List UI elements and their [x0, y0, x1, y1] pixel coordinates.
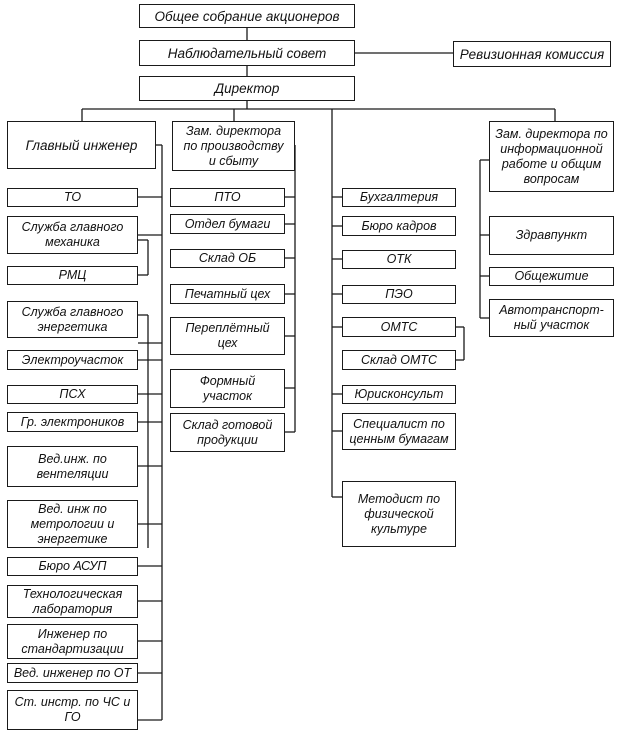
node-pto: ПТО — [170, 188, 285, 207]
node-dormitory: Общежитие — [489, 267, 614, 286]
node-printing-shop: Печатный цех — [170, 284, 285, 304]
node-director: Директор — [139, 76, 355, 101]
node-finished-goods-warehouse: Склад готовой продукции — [170, 413, 285, 452]
node-civil-defense-instructor: Ст. инстр. по ЧС и ГО — [7, 690, 138, 730]
node-legal-adviser: Юрисконсульт — [342, 385, 456, 404]
node-deputy-production: Зам. директора по производству и сбыту — [172, 121, 295, 171]
chart-connectors — [81, 28, 556, 721]
node-metrology-engineer: Вед. инж по метрологии и энергетике — [7, 500, 138, 548]
node-asup-bureau: Бюро АСУП — [7, 557, 138, 576]
node-deputy-info: Зам. директора по информационной работе … — [489, 121, 614, 192]
node-standardization-engineer: Инженер по стандартизации — [7, 624, 138, 659]
node-psh: ПСХ — [7, 385, 138, 404]
node-supervisory-board: Наблюдательный совет — [139, 40, 355, 66]
node-transport-section: Автотранспорт- ный участок — [489, 299, 614, 337]
node-safety-engineer: Вед. инженер по ОТ — [7, 663, 138, 683]
node-audit-commission: Ревизионная комиссия — [453, 41, 611, 67]
node-electrical-section: Электроучасток — [7, 350, 138, 370]
node-chief-mechanic-service: Служба главного механика — [7, 216, 138, 254]
node-hr-bureau: Бюро кадров — [342, 216, 456, 236]
node-rmts: РМЦ — [7, 266, 138, 285]
node-form-section: Формный участок — [170, 369, 285, 408]
node-health-center: Здравпункт — [489, 216, 614, 255]
node-tech-lab: Технологическая лаборатория — [7, 585, 138, 618]
node-peo: ПЭО — [342, 285, 456, 304]
node-otk: ОТК — [342, 250, 456, 269]
node-accounting: Бухгалтерия — [342, 188, 456, 207]
node-omts-warehouse: Склад ОМТС — [342, 350, 456, 370]
node-omts: ОМТС — [342, 317, 456, 337]
node-chief-power-engineer-service: Служба главного энергетика — [7, 301, 138, 338]
node-to: ТО — [7, 188, 138, 207]
node-electronics-group: Гр. электроников — [7, 412, 138, 432]
node-shareholders-meeting: Общее собрание акционеров — [139, 4, 355, 28]
node-chief-engineer: Главный инженер — [7, 121, 156, 169]
node-physical-culture-methodist: Методист по физической культуре — [342, 481, 456, 547]
node-paper-department: Отдел бумаги — [170, 214, 285, 234]
node-ob-warehouse: Склад ОБ — [170, 249, 285, 268]
node-binding-shop: Переплётный цех — [170, 317, 285, 355]
node-securities-specialist: Специалист по ценным бумагам — [342, 413, 456, 450]
node-ventilation-engineer: Вед.инж. по вентеляции — [7, 446, 138, 487]
